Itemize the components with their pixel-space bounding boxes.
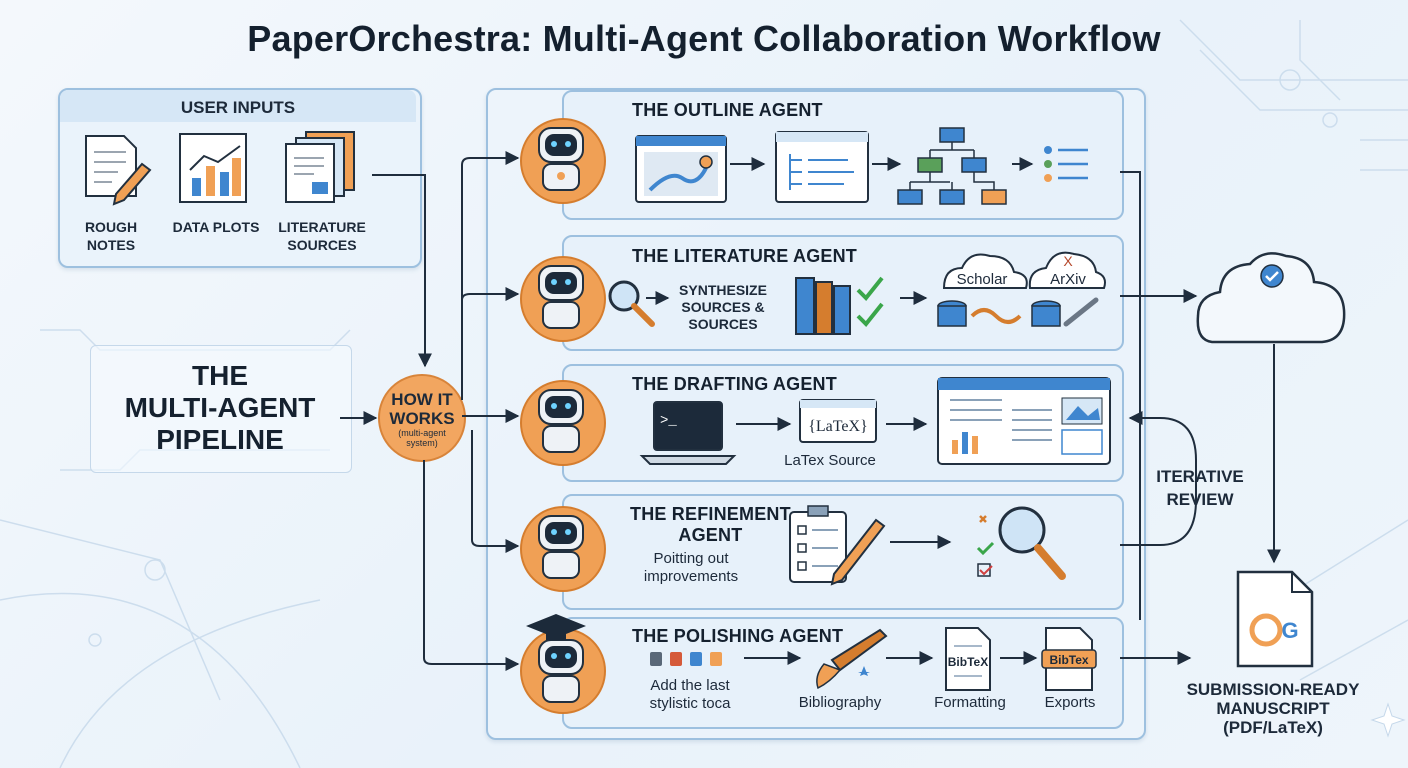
user-inputs-title: USER INPUTS [180,98,296,117]
bibliography-label: Bibliography [798,694,882,711]
literature-robot-avatar [520,256,606,342]
refinement-robot-avatar [520,506,606,592]
input-label-plots: DATA PLOTS [172,219,260,235]
formatting-label: Formatting [934,694,1006,711]
literature-agent-title: THE LITERATURE AGENT [632,246,857,266]
outline-robot-avatar [520,118,606,204]
polishing-robot-avatar [520,628,606,714]
latex-source-label: LaTex Source [784,452,876,469]
drafting-agent-title: THE DRAFTING AGENT [632,374,837,394]
drafting-robot-avatar [520,380,606,466]
outline-agent-title: THE OUTLINE AGENT [632,100,823,120]
polishing-agent-title: THE POLISHING AGENT [632,626,844,646]
page-title: PaperOrchestra: Multi-Agent Collaboratio… [247,18,1161,59]
exports-label: Exports [1044,694,1096,711]
